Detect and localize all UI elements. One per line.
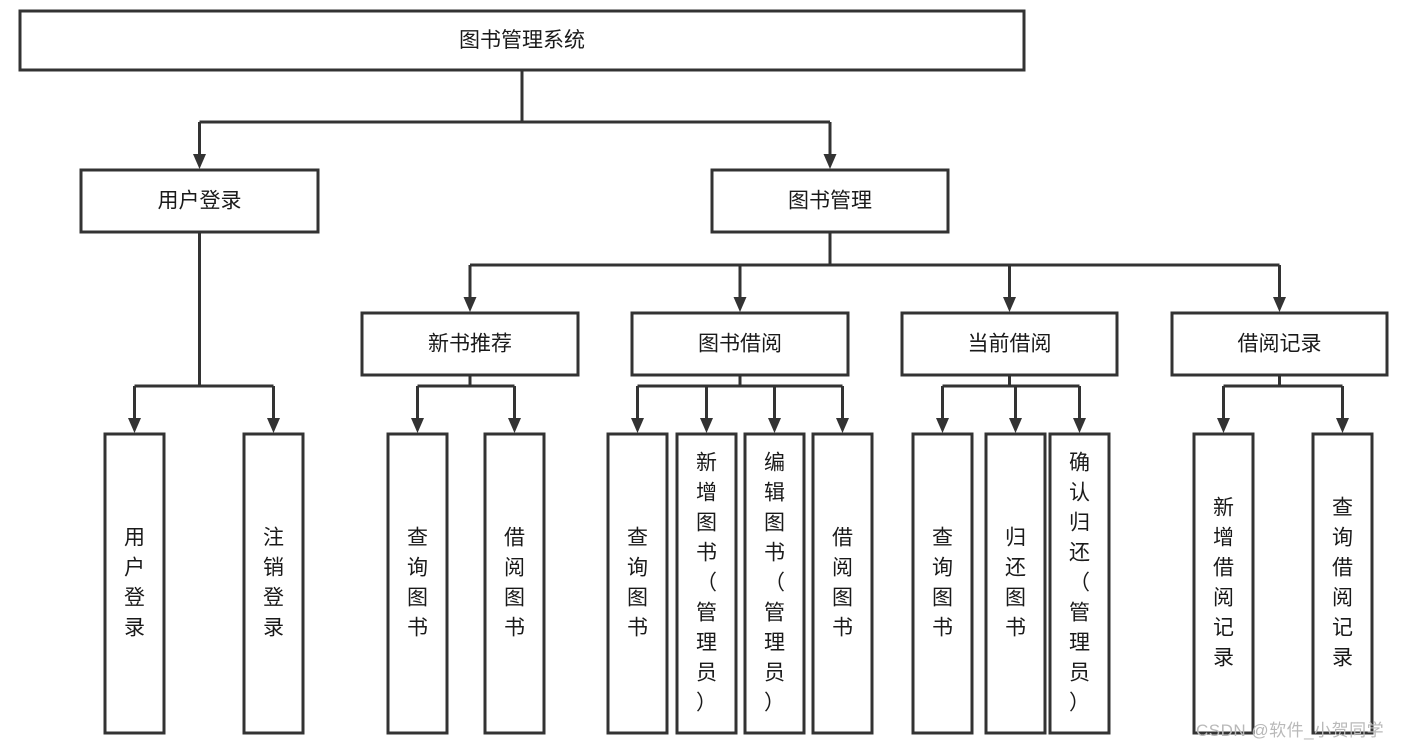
node-label-leaf-return-book: 归还图书: [1005, 526, 1026, 639]
edge-group-book-borrow: [631, 375, 849, 433]
node-label-leaf-query-book-2: 查询图书: [627, 526, 648, 639]
nodes-layer: 图书管理系统用户登录图书管理新书推荐图书借阅当前借阅借阅记录用户登录注销登录查询…: [18, 9, 1389, 735]
node-box-leaf-user-login: [103, 432, 166, 735]
node-leaf-add-borrow-record[interactable]: 新增借阅记录: [1192, 432, 1255, 735]
node-box-book-borrow: [630, 311, 850, 377]
node-leaf-edit-book[interactable]: 编辑图书（管理员）: [743, 432, 806, 735]
node-label-leaf-confirm-return: 确认归还（管理员）: [1069, 451, 1090, 714]
node-leaf-return-book[interactable]: 归还图书: [984, 432, 1047, 735]
edge-arrowhead-leaf-edit-book: [768, 418, 781, 433]
node-leaf-user-login[interactable]: 用户登录: [103, 432, 166, 735]
node-root[interactable]: 图书管理系统: [18, 9, 1026, 72]
csdn-watermark: CSDN @软件_小贺同学: [1196, 721, 1385, 740]
node-leaf-borrow-book-1[interactable]: 借阅图书: [483, 432, 546, 735]
node-leaf-add-book[interactable]: 新增图书（管理员）: [675, 432, 738, 735]
node-box-root: [18, 9, 1026, 72]
node-box-leaf-query-book-2: [606, 432, 669, 735]
node-book-manage[interactable]: 图书管理: [710, 168, 950, 234]
node-new-book-recommend[interactable]: 新书推荐: [360, 311, 580, 377]
edge-group-root: [193, 70, 837, 169]
node-box-leaf-add-book: [675, 432, 738, 735]
node-leaf-confirm-return[interactable]: 确认归还（管理员）: [1048, 432, 1111, 735]
node-label-leaf-add-book: 新增图书（管理员）: [696, 451, 717, 714]
node-leaf-query-book-1[interactable]: 查询图书: [386, 432, 449, 735]
node-leaf-query-borrow-record[interactable]: 查询借阅记录: [1311, 432, 1374, 735]
node-box-leaf-borrow-book-2: [811, 432, 874, 735]
edge-arrowhead-leaf-borrow-book-1: [508, 418, 521, 433]
edge-arrowhead-leaf-query-book-1: [411, 418, 424, 433]
node-label-user-login: 用户登录: [158, 190, 242, 213]
node-label-current-borrow: 当前借阅: [968, 333, 1052, 356]
edge-group-new-book-recommend: [411, 375, 521, 433]
edge-arrowhead-leaf-return-book: [1009, 418, 1022, 433]
node-label-leaf-edit-book: 编辑图书（管理员）: [764, 451, 785, 714]
edge-arrowhead-leaf-add-borrow-record: [1217, 418, 1230, 433]
node-label-borrow-record: 借阅记录: [1238, 333, 1322, 356]
edge-arrowhead-leaf-query-book-2: [631, 418, 644, 433]
node-box-leaf-edit-book: [743, 432, 806, 735]
edge-arrowhead-user-login: [193, 154, 206, 169]
edge-group-current-borrow: [936, 375, 1086, 433]
node-box-leaf-return-book: [984, 432, 1047, 735]
node-label-leaf-query-borrow-record: 查询借阅记录: [1332, 496, 1353, 669]
node-label-root: 图书管理系统: [459, 29, 585, 52]
edge-arrowhead-leaf-add-book: [700, 418, 713, 433]
node-leaf-query-book-3[interactable]: 查询图书: [911, 432, 974, 735]
edge-arrowhead-leaf-query-book-3: [936, 418, 949, 433]
node-book-borrow[interactable]: 图书借阅: [630, 311, 850, 377]
edge-group-borrow-record: [1217, 375, 1349, 433]
node-label-book-borrow: 图书借阅: [698, 333, 782, 356]
node-leaf-query-book-2[interactable]: 查询图书: [606, 432, 669, 735]
node-label-new-book-recommend: 新书推荐: [428, 333, 512, 356]
node-box-leaf-logout: [242, 432, 305, 735]
node-box-user-login: [79, 168, 320, 234]
edge-arrowhead-leaf-user-login: [128, 418, 141, 433]
node-box-leaf-query-book-1: [386, 432, 449, 735]
edge-group-book-manage: [463, 232, 1286, 312]
edge-arrowhead-leaf-logout: [267, 418, 280, 433]
node-leaf-borrow-book-2[interactable]: 借阅图书: [811, 432, 874, 735]
node-label-leaf-add-borrow-record: 新增借阅记录: [1213, 496, 1234, 669]
node-leaf-logout[interactable]: 注销登录: [242, 432, 305, 735]
node-box-leaf-add-borrow-record: [1192, 432, 1255, 735]
edge-arrowhead-leaf-query-borrow-record: [1336, 418, 1349, 433]
edge-arrowhead-book-borrow: [733, 297, 747, 312]
edge-group-user-login: [128, 232, 280, 433]
node-box-current-borrow: [900, 311, 1119, 377]
node-label-leaf-query-book-1: 查询图书: [407, 526, 428, 639]
edges-layer: [128, 70, 1349, 433]
node-box-leaf-confirm-return: [1048, 432, 1111, 735]
node-box-leaf-query-borrow-record: [1311, 432, 1374, 735]
edge-arrowhead-leaf-borrow-book-2: [836, 418, 849, 433]
edge-arrowhead-leaf-confirm-return: [1073, 418, 1086, 433]
edge-arrowhead-book-manage: [823, 154, 837, 169]
node-box-new-book-recommend: [360, 311, 580, 377]
node-label-book-manage: 图书管理: [788, 190, 872, 213]
node-label-leaf-logout: 注销登录: [263, 526, 284, 639]
node-label-leaf-borrow-book-1: 借阅图书: [504, 526, 525, 639]
edge-arrowhead-new-book-recommend: [463, 297, 477, 312]
node-label-leaf-query-book-3: 查询图书: [932, 526, 953, 639]
node-current-borrow[interactable]: 当前借阅: [900, 311, 1119, 377]
node-label-leaf-user-login: 用户登录: [124, 526, 145, 639]
node-borrow-record[interactable]: 借阅记录: [1170, 311, 1389, 377]
node-box-leaf-borrow-book-1: [483, 432, 546, 735]
node-box-leaf-query-book-3: [911, 432, 974, 735]
node-box-book-manage: [710, 168, 950, 234]
node-user-login[interactable]: 用户登录: [79, 168, 320, 234]
node-box-borrow-record: [1170, 311, 1389, 377]
node-label-leaf-borrow-book-2: 借阅图书: [832, 526, 853, 639]
edge-arrowhead-borrow-record: [1273, 297, 1286, 312]
edge-arrowhead-current-borrow: [1003, 297, 1016, 312]
